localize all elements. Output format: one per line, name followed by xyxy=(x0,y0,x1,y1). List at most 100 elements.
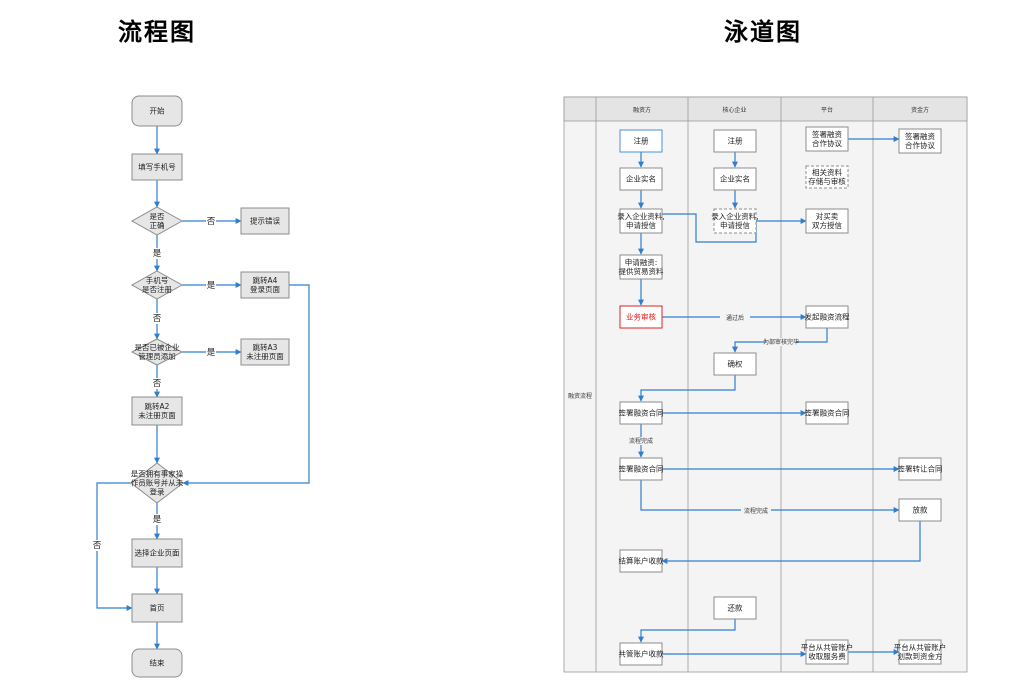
lane-node-text: 签署融资合同 xyxy=(619,408,664,418)
flow-node-text: 跳转A4 xyxy=(253,275,278,285)
process-box xyxy=(898,457,942,481)
lane-node-text: 申请授信 xyxy=(626,220,656,230)
lane-header: 融资方 xyxy=(633,106,651,114)
process-box xyxy=(713,167,757,191)
lane-node-text: 业务审核 xyxy=(626,312,656,322)
edge-label-bg xyxy=(152,378,162,389)
flow-node-text: 登录页面 xyxy=(250,284,280,294)
flow-node-error: 提示错误 xyxy=(240,207,290,235)
swimlane-frame: 融资方核心企业平台资金方融资流程 xyxy=(563,96,968,673)
process-box xyxy=(619,254,663,280)
flow-node-home: 首页 xyxy=(131,593,183,623)
lane-edge-label: 为部审核完毕 xyxy=(763,338,799,346)
edge-label-bg xyxy=(92,540,102,551)
lane-edge xyxy=(638,619,736,643)
lane-header: 资金方 xyxy=(911,106,929,114)
lane-node-f-review: 业务审核 xyxy=(619,305,663,329)
flow-edge xyxy=(182,284,310,486)
process-box xyxy=(898,498,942,522)
lane-edge xyxy=(662,213,807,243)
lane-node-text: 签署转让合同 xyxy=(898,464,943,474)
process-box xyxy=(131,538,183,568)
lane-node-text: 合作协议 xyxy=(905,140,935,150)
process-box xyxy=(713,208,757,234)
lane-node-c-repay: 还款 xyxy=(713,596,757,620)
process-box xyxy=(131,396,183,426)
lane-header: 平台 xyxy=(821,106,833,114)
flow-node-text: 正确 xyxy=(150,220,165,230)
lane-node-f-apply: 申请融资:提供贸易资料 xyxy=(619,254,664,280)
edge-label-bg xyxy=(206,280,216,291)
flow-node-text: 跳转A3 xyxy=(253,342,278,352)
flow-node-fill-phone: 填写手机号 xyxy=(131,153,183,181)
flow-edge-label: 是 xyxy=(153,249,162,259)
process-box xyxy=(240,271,290,299)
process-box xyxy=(619,401,663,425)
lane-header: 核心企业 xyxy=(722,106,746,114)
lane-edge xyxy=(640,480,900,513)
flow-node-text: 手机号 xyxy=(146,275,169,285)
lane-node-p-start: 发起融资流程 xyxy=(805,305,850,329)
process-box xyxy=(240,207,290,235)
process-box xyxy=(805,165,849,189)
swimlane-header-bar xyxy=(563,96,968,122)
flow-node-text: 跳转A2 xyxy=(145,401,170,411)
swimlane-nodes: 注册企业实名录入企业资料,申请授信申请融资:提供贸易资料业务审核签署融资合同签署… xyxy=(617,126,946,666)
lane-edge-label: 流程完成 xyxy=(629,437,653,445)
lane-node-text: 还款 xyxy=(728,603,743,613)
flow-node-text: 未注册页面 xyxy=(138,410,176,420)
edge-label-bg xyxy=(766,338,796,346)
lane-node-text: 发起融资流程 xyxy=(805,312,850,322)
edge-label-bg xyxy=(206,216,216,227)
flow-node-text: 选择企业页面 xyxy=(135,548,180,558)
lane-node-text: 录入企业资料, xyxy=(617,211,664,221)
flow-node-text: 开始 xyxy=(150,106,165,116)
lane-node-text: 划款到资金方 xyxy=(898,651,943,661)
process-box xyxy=(713,352,757,376)
decision-diamond xyxy=(130,462,184,504)
lane-node-text: 相关资料 xyxy=(812,167,842,177)
lane-node-text: 注册 xyxy=(634,136,649,146)
flow-node-text: 填写手机号 xyxy=(138,162,176,172)
lane-node-text: 对买卖 xyxy=(816,211,839,221)
lane-node-text: 共管账户收款 xyxy=(619,649,664,659)
lane-edge xyxy=(661,521,921,564)
lane-node-text: 申请融资: xyxy=(625,257,658,267)
edge-label-bg xyxy=(152,248,162,259)
flow-node-text: 首页 xyxy=(150,603,165,613)
lane-node-c-input: 录入企业资料,申请授信 xyxy=(711,208,759,234)
lane-node-text: 签署融资合同 xyxy=(805,408,850,418)
lane-node-text: 提供贸易资料 xyxy=(619,266,664,276)
process-box xyxy=(619,167,663,191)
flow-node-choose: 选择企业页面 xyxy=(131,538,183,568)
process-box xyxy=(619,129,663,153)
flow-node-text: 登录 xyxy=(150,487,165,497)
flow-node-text: 结束 xyxy=(150,658,165,668)
lane-node-f-reg: 注册 xyxy=(619,129,663,153)
flow-edge-label: 否 xyxy=(207,217,216,227)
lane-node-text: 录入企业资料, xyxy=(711,211,758,221)
lane-edge-label: 流程完成 xyxy=(744,507,768,515)
lane-node-text: 存储与审核 xyxy=(808,176,846,186)
edge-label-bg xyxy=(152,313,162,324)
edge-label-bg xyxy=(626,437,656,445)
flow-edge-label: 是 xyxy=(207,281,216,291)
lane-node-text: 双方授信 xyxy=(812,220,842,230)
process-box xyxy=(131,153,183,181)
process-box xyxy=(805,639,849,665)
lane-edge-label: 通过后 xyxy=(726,314,744,322)
lane-node-text: 结算账户收款 xyxy=(619,556,664,566)
process-box xyxy=(619,457,663,481)
flow-node-text: 是否 xyxy=(150,212,165,221)
